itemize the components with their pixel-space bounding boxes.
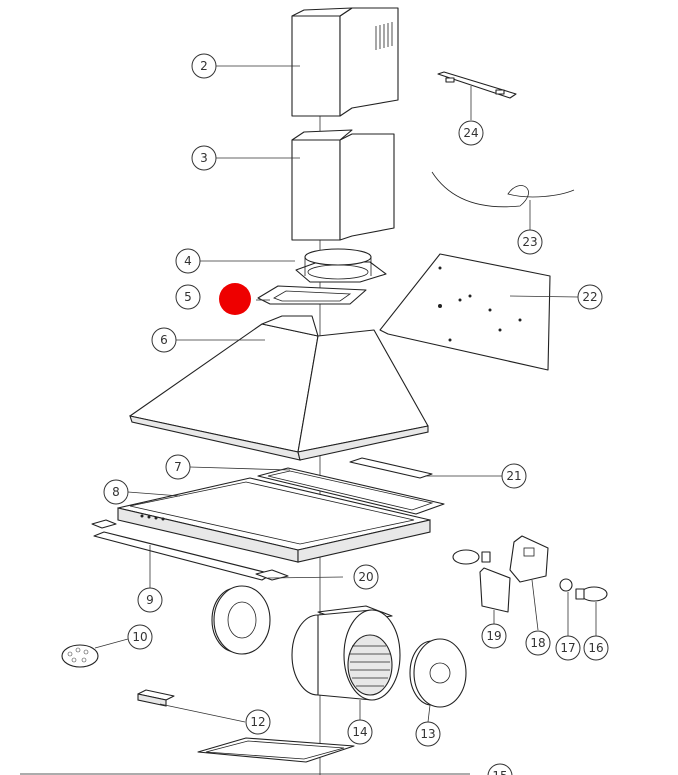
motor-cover-left [211,585,271,655]
part-13-fan-cover [409,638,467,708]
part-8-base-panel [117,477,431,563]
callout-12-label: 12 [250,715,265,729]
callout-21-label: 21 [506,469,521,483]
callout-20-label: 20 [358,570,373,584]
part-18-lamp-housing [509,535,549,583]
part-5-gasket-frame [257,285,367,305]
part-7-filter-frame [257,467,445,515]
callout-17-label: 17 [560,641,575,655]
callout-22-label: 22 [582,290,597,304]
callout-10[interactable]: 10 [127,624,153,650]
part-6-hood-canopy [129,315,429,461]
callout-5[interactable]: 5 [175,284,201,310]
callout-8-label: 8 [112,485,120,499]
part-2-upper-chimney [291,7,399,117]
callout-23[interactable]: 23 [517,229,543,255]
callout-15-label: 15 [492,769,507,775]
part-19-lamp-cover-plate [479,567,511,613]
callout-24[interactable]: 24 [458,120,484,146]
leader-lines [94,65,597,723]
callout-14-label: 14 [352,725,367,739]
callout-5-label: 5 [184,290,192,304]
callout-6-label: 6 [160,333,168,347]
part-17-lamp-holder [559,578,573,592]
part-21-strip [349,457,433,479]
callout-18-label: 18 [530,636,545,650]
part-14-motor-blower [291,605,401,701]
callout-17[interactable]: 17 [555,635,581,661]
callout-7-label: 7 [174,460,182,474]
callout-18[interactable]: 18 [525,630,551,656]
callout-23-label: 23 [522,235,537,249]
callout-15[interactable]: 15 [487,763,513,775]
callout-13[interactable]: 13 [415,721,441,747]
part-3-lower-chimney [291,129,395,241]
part-24-bracket [437,71,517,99]
callout-24-label: 24 [463,126,478,140]
callout-16[interactable]: 16 [583,635,609,661]
part-12-switch [137,689,175,707]
part-23-wire [431,171,575,208]
callout-16-label: 16 [588,641,603,655]
callout-10-label: 10 [132,630,147,644]
callout-7[interactable]: 7 [165,454,191,480]
bulb-left [452,549,491,565]
callout-3[interactable]: 3 [191,145,217,171]
callout-3-label: 3 [200,151,208,165]
callout-4[interactable]: 4 [175,248,201,274]
callout-9-label: 9 [146,593,154,607]
callout-4-label: 4 [184,254,192,268]
callout-12[interactable]: 12 [245,709,271,735]
part-22-back-plate [379,253,551,371]
callout-19[interactable]: 19 [481,623,507,649]
callout-20[interactable]: 20 [353,564,379,590]
part-10-lamp-plate [61,644,99,668]
callout-19-label: 19 [486,629,501,643]
callout-8[interactable]: 8 [103,479,129,505]
callout-13-label: 13 [420,727,435,741]
callout-21[interactable]: 21 [501,463,527,489]
callout-2-label: 2 [200,59,208,73]
callout-14[interactable]: 14 [347,719,373,745]
callout-6[interactable]: 6 [151,327,177,353]
callout-2[interactable]: 2 [191,53,217,79]
callout-9[interactable]: 9 [137,587,163,613]
part-15-grease-filter [197,737,355,763]
callout-22[interactable]: 22 [577,284,603,310]
part-16-bulb-right [575,586,608,602]
part-4-duct-collar [295,248,387,283]
highlight-marker [219,283,251,315]
